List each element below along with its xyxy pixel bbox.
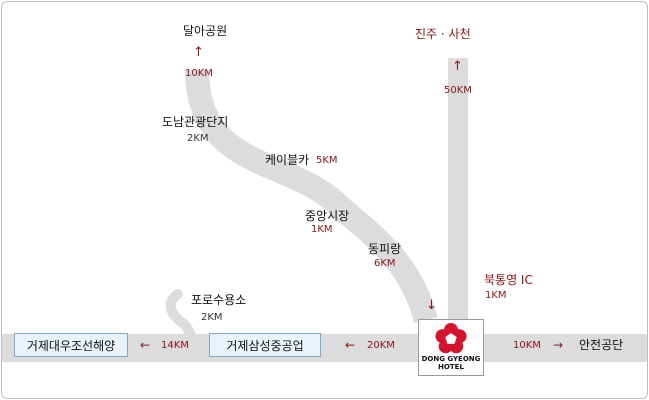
hotel-name-line2: HOTEL — [438, 363, 464, 371]
destination-samsung-heavy: 거제삼성중공업 — [209, 333, 321, 357]
place-jungang-market: 중앙시장 — [305, 209, 350, 223]
hotel-marker: DONG GYEONG HOTEL — [418, 319, 484, 376]
place-anjeon-park: 안전공단 — [579, 338, 624, 352]
distance-jungang-market: 1KM — [311, 224, 333, 235]
distance-donam-tourist: 2KM — [187, 133, 209, 144]
arrow-right-anjeon: → — [553, 338, 564, 352]
place-dalah-park: 달아공원 — [183, 24, 228, 38]
place-jinju-sacheon: 진주 · 사천 — [415, 27, 471, 41]
flower-logo-icon — [435, 323, 467, 354]
road-north-jinju — [448, 58, 468, 342]
arrow-up-dalah: ↑ — [193, 45, 204, 60]
place-bukton-ic: 북통영 IC — [484, 273, 533, 287]
distance-samsung-heavy: 20KM — [367, 340, 395, 351]
distance-dongpirang: 6KM — [374, 258, 396, 269]
road-curve-dalah — [185, 69, 438, 324]
arrow-left-samsung: ← — [345, 338, 356, 352]
distance-bukton-ic: 1KM — [485, 290, 507, 301]
distance-daewoo-shipyard: 14KM — [161, 340, 189, 351]
place-cable-car: 케이블카 — [265, 153, 310, 167]
distance-anjeon-park: 10KM — [513, 340, 541, 351]
distance-jinju-sacheon: 50KM — [444, 85, 472, 96]
destination-daewoo-shipyard: 거제대우조선해양 — [14, 333, 128, 357]
arrow-down-hotel: ↓ — [426, 298, 437, 313]
place-poro-suyongso: 포로수용소 — [191, 293, 247, 307]
distance-poro-suyongso: 2KM — [201, 312, 223, 323]
distance-dalah-park: 10KM — [185, 68, 213, 79]
arrow-up-jinju: ↑ — [452, 59, 463, 74]
road-poro-suyongso — [165, 289, 197, 343]
hotel-name-line1: DONG GYEONG — [421, 355, 481, 363]
place-dongpirang: 동피랑 — [368, 242, 402, 256]
arrow-left-daewoo: ← — [140, 338, 151, 352]
distance-cable-car: 5KM — [316, 155, 338, 166]
place-donam-tourist: 도남관광단지 — [162, 115, 229, 129]
